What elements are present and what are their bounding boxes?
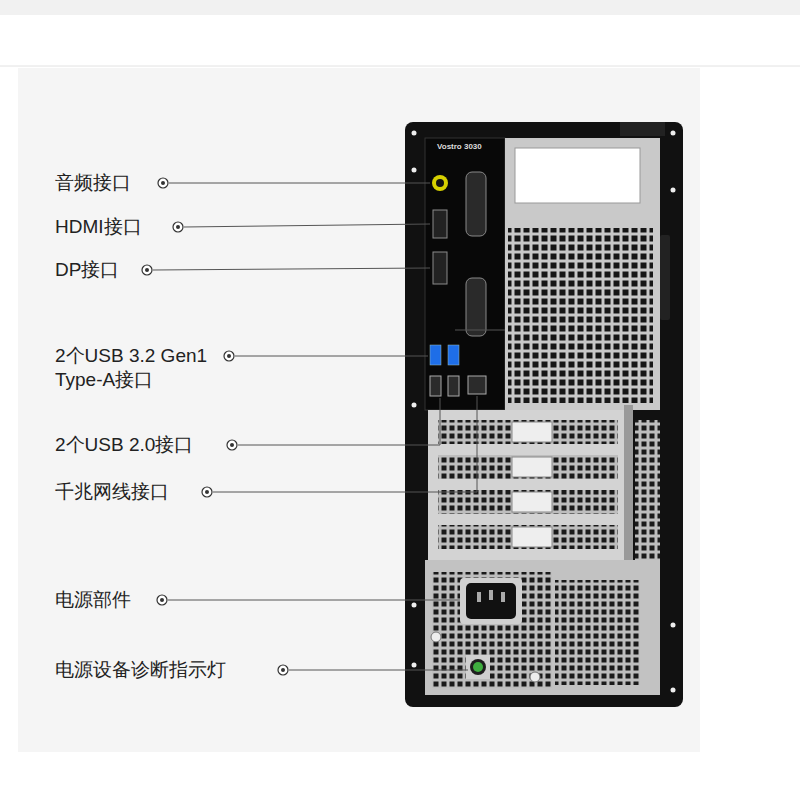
callout-dot-core [205,490,209,494]
callout-dot [142,265,152,275]
callout-label: 2个USB 3.2 Gen1 Type-A接口 [55,344,215,392]
leader-line [184,224,430,227]
callout-dot [202,487,212,497]
callout-dot-core [145,268,149,272]
leader-line [235,356,428,357]
callout-dot-core [161,181,165,185]
callout-label: 电源部件 [55,588,131,612]
callout-dot [158,178,168,188]
callout-dot [173,222,183,232]
callout-dot-core [230,443,234,447]
leader-line [238,398,440,445]
leader-line [153,268,430,270]
callout-label: DP接口 [55,258,119,282]
leader-line [168,600,460,601]
leader-line [213,396,477,492]
callout-dot-core [160,598,164,602]
model-name: Vostro 3030 [437,142,482,152]
leader-line [169,183,430,184]
callout-label: HDMI接口 [55,215,142,239]
callout-dot [224,351,234,361]
callout-dot [227,440,237,450]
callout-label: 电源设备诊断指示灯 [55,658,226,682]
callout-dot [278,665,288,675]
callout-label: 2个USB 2.0接口 [55,433,193,457]
callout-label: 千兆网线接口 [55,480,169,504]
callout-dot [157,595,167,605]
callout-label: 音频接口 [55,171,131,195]
callout-dot-core [176,225,180,229]
callout-dot-core [281,668,285,672]
callout-dot-core [227,354,231,358]
leader-line [289,670,468,671]
